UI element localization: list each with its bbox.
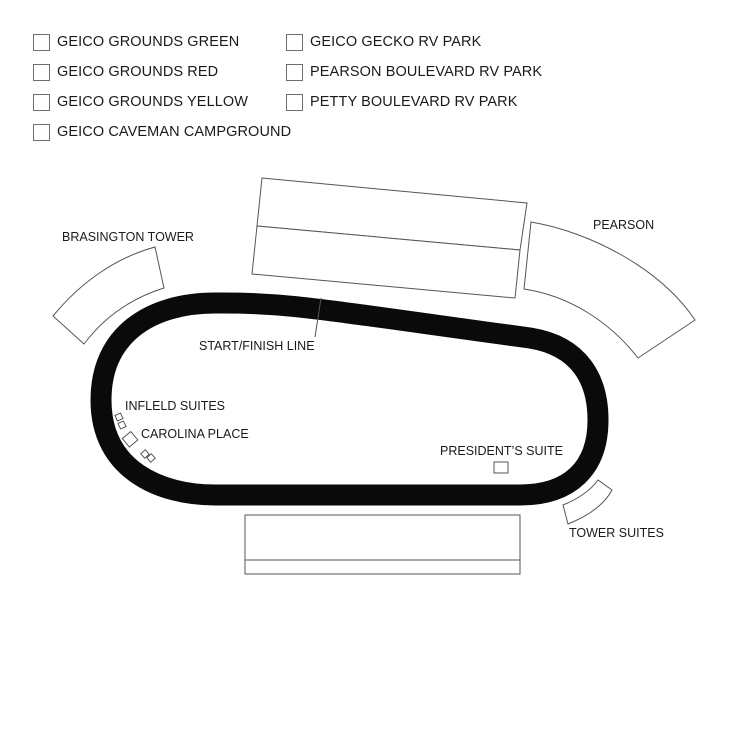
- checkbox[interactable]: [33, 63, 50, 81]
- pearson-label: PEARSON: [593, 218, 655, 232]
- checkbox[interactable]: [286, 33, 303, 51]
- legend-item-pearson-boulevard-rv-park[interactable]: PEARSON BOULEVARD RV PARK: [286, 62, 542, 82]
- presidents-suite-label: PRESIDENT’S SUITE: [440, 444, 563, 458]
- legend-item-geico-grounds-green[interactable]: GEICO GROUNDS GREEN: [33, 32, 239, 52]
- legend-label: GEICO GROUNDS RED: [57, 64, 219, 80]
- brasington-tower-section[interactable]: [52, 246, 165, 345]
- legend-item-geico-caveman-campground[interactable]: GEICO CAVEMAN CAMPGROUND: [33, 122, 291, 142]
- backstretch-upper-section[interactable]: [244, 514, 521, 561]
- legend-label: GEICO GROUNDS YELLOW: [57, 94, 249, 110]
- infield-suite-box[interactable]: [117, 420, 127, 430]
- checkbox[interactable]: [33, 93, 50, 111]
- legend-item-geico-grounds-yellow[interactable]: GEICO GROUNDS YELLOW: [33, 92, 248, 112]
- legend-item-petty-boulevard-rv-park[interactable]: PETTY BOULEVARD RV PARK: [286, 92, 518, 112]
- legend-item-geico-gecko-rv-park[interactable]: GEICO GECKO RV PARK: [286, 32, 481, 52]
- legend-label: GEICO CAVEMAN CAMPGROUND: [57, 124, 292, 140]
- start-finish-line-label: START/FINISH LINE: [199, 339, 315, 353]
- checkbox[interactable]: [33, 33, 50, 51]
- infield-suite-box[interactable]: [114, 412, 124, 422]
- checkbox[interactable]: [286, 93, 303, 111]
- checkbox[interactable]: [33, 123, 50, 141]
- carolina-place-label: CAROLINA PLACE: [141, 427, 249, 441]
- tower-suites-label: TOWER SUITES: [569, 526, 664, 540]
- legend-label: GEICO GROUNDS GREEN: [57, 34, 240, 50]
- start-finish-line-marker: [314, 297, 322, 338]
- pearson-section[interactable]: [523, 221, 696, 359]
- infield-suite-box[interactable]: [146, 453, 156, 463]
- carolina-place-box[interactable]: [121, 430, 139, 448]
- infield-suite-box[interactable]: [140, 449, 150, 459]
- infield-suites[interactable]: [114, 412, 156, 463]
- checkbox[interactable]: [286, 63, 303, 81]
- grandstand-lower-section[interactable]: [251, 225, 521, 299]
- legend: GEICO GROUNDS GREEN GEICO GROUNDS RED GE…: [0, 0, 750, 160]
- brasington-tower-label: BRASINGTON TOWER: [62, 230, 194, 244]
- legend-label: PETTY BOULEVARD RV PARK: [310, 94, 518, 110]
- tower-suites-section[interactable]: [562, 479, 613, 525]
- main-grandstand[interactable]: [251, 177, 528, 299]
- legend-label: GEICO GECKO RV PARK: [310, 34, 482, 50]
- infield-suites-label: INFLELD SUITES: [125, 399, 226, 413]
- legend-label: PEARSON BOULEVARD RV PARK: [310, 64, 543, 80]
- race-track: [90, 292, 609, 506]
- legend-item-geico-grounds-red[interactable]: GEICO GROUNDS RED: [33, 62, 218, 82]
- backstretch-grandstand[interactable]: [244, 514, 521, 575]
- presidents-suite-box[interactable]: [493, 461, 509, 474]
- backstretch-lower-section[interactable]: [244, 559, 521, 575]
